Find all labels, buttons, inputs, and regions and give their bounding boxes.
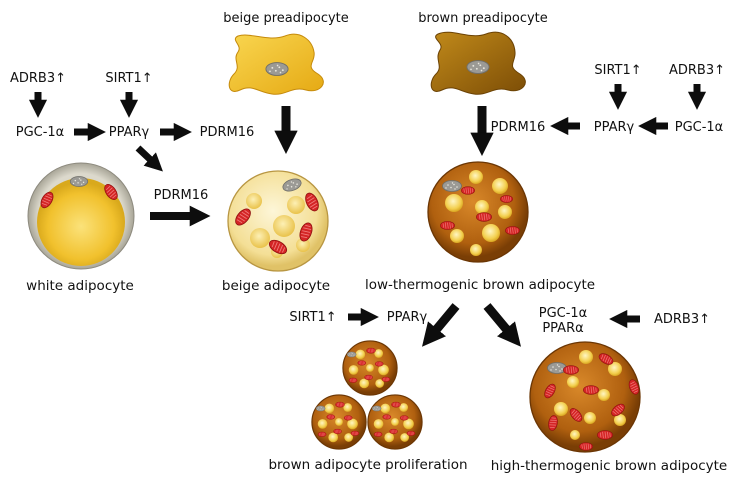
beige-adipocyte-cell [227,170,329,272]
label-ppar-right: PPARγ [594,120,635,135]
high-thermo-nucleus [547,362,567,374]
white-cell-nucleus [69,176,89,187]
high-thermo-mito-9 [597,430,613,440]
arrow-low-thermo-to-proliferation [422,303,460,347]
brown-preadipocyte-nucleus [466,60,490,74]
high-thermo-mito-2 [563,365,579,375]
label-brown-preadipocyte: brown preadipocyte [418,11,548,26]
label-low-thermogenic: low-thermogenic brown adipocyte [365,277,595,293]
label-white-adipocyte: white adipocyte [26,278,134,294]
high-thermogenic-brown-adipocyte-cell [529,341,642,453]
low-thermo-nucleus [442,180,462,192]
low-thermo-mito-4 [440,221,455,230]
proliferating-brown-cell-left [312,395,366,449]
label-sirt1-bottom: SIRT1↑ [289,310,336,325]
label-proliferation: brown adipocyte proliferation [268,457,467,473]
high-thermo-mito-5 [583,385,599,395]
low-thermo-mito-3 [505,226,520,235]
label-ppara-bottom: PPARα [542,321,583,336]
label-high-thermogenic: high-thermogenic brown adipocyte [491,458,727,474]
label-pdrm16-top-left: PDRM16 [200,125,255,140]
label-beige-adipocyte: beige adipocyte [222,278,330,294]
beige-preadipocyte-nucleus [265,62,289,76]
arrow-ppar-to-pdrm16-diagonal [135,145,163,172]
label-sirt1-right: SIRT1↑ [594,63,641,78]
proliferating-brown-cell-top [343,341,397,395]
label-adrb3-right: ADRB3↑ [669,63,725,78]
low-thermogenic-brown-adipocyte-cell [427,161,529,263]
low-thermo-mito-2 [476,212,492,222]
low-thermo-mito-5 [500,195,513,203]
label-ppar-bottom: PPARγ [387,310,428,325]
label-pgc1a-right: PGC-1α [675,120,724,135]
high-thermo-mito-10 [579,442,593,451]
label-pdrm16-right: PDRM16 [491,120,546,135]
proliferating-brown-cell-right [368,395,422,449]
white-adipocyte-cell [27,162,135,270]
label-beige-preadipocyte: beige preadipocyte [223,11,349,26]
arrow-low-thermo-to-high-thermo [483,303,521,347]
label-adrb3-bottom: ADRB3↑ [654,312,710,327]
low-thermo-mito-1 [461,186,475,195]
label-pdrm16-mid-left: PDRM16 [154,188,209,203]
label-sirt1-left: SIRT1↑ [105,71,152,86]
label-pgc1a-left: PGC-1α [16,125,65,140]
label-pgc1a-bottom: PGC-1α [539,306,588,321]
label-adrb3-left: ADRB3↑ [10,71,66,86]
beige-preadipocyte-cell [228,33,324,95]
label-ppar-left: PPARγ [109,125,150,140]
brown-preadipocyte-cell [430,31,526,95]
